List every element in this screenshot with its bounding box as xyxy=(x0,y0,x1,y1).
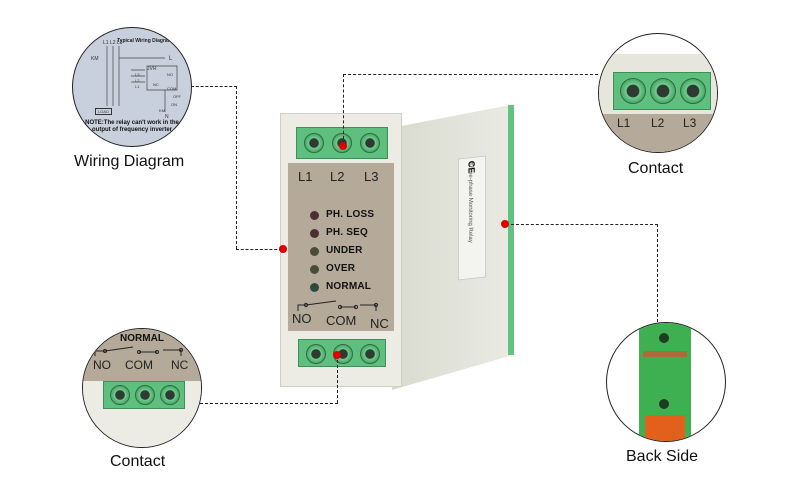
leader-line-back-h xyxy=(506,224,658,225)
led-over xyxy=(310,265,319,274)
diagram-label-n: N xyxy=(165,114,169,120)
contact-top-caption: Contact xyxy=(628,160,684,177)
marker-dot-back xyxy=(501,220,509,228)
screw-nc[interactable] xyxy=(360,344,380,364)
din-clip-orange-latch xyxy=(645,415,685,441)
contact-bottom-switch-symbol xyxy=(94,346,183,356)
contact-top-terminal-block xyxy=(613,72,711,110)
diagram-label-on: ON xyxy=(171,102,177,107)
side-label-sticker: CE Three-phase Monitoring Relay xyxy=(458,155,486,281)
side-label-text: Three-phase Monitoring Relay xyxy=(467,161,473,244)
device-side-housing xyxy=(392,105,510,390)
contact-top-panel xyxy=(599,114,717,152)
term-label-l3: L3 xyxy=(364,169,379,184)
led-normal xyxy=(310,283,319,292)
marker-dot-wiring xyxy=(279,245,287,253)
screw-l1[interactable] xyxy=(304,133,324,153)
contact-bottom-screw-com xyxy=(135,385,155,405)
leader-line-wiring-h2 xyxy=(236,249,282,250)
led-ph-seq xyxy=(310,229,319,238)
term-label-l1: L1 xyxy=(298,169,313,184)
term-label-no: NO xyxy=(292,311,312,326)
led-label-under: UNDER xyxy=(326,245,363,256)
contact-top-callout: L1 L2 L3 xyxy=(598,33,718,153)
led-label-ph-seq: PH. SEQ xyxy=(326,227,368,238)
contact-bottom-terminal-block xyxy=(103,381,185,409)
relay-device: CE Three-phase Monitoring Relay L1 L2 L3… xyxy=(272,95,522,395)
diagram-label-phases: L1 L2 L3 xyxy=(103,40,123,46)
din-clip-copper-bar xyxy=(643,351,687,357)
bottom-terminal-block xyxy=(298,339,386,367)
marker-dot-contact-top xyxy=(339,142,347,150)
contact-top-label-l2: L2 xyxy=(651,116,665,130)
din-clip-upper-hole xyxy=(659,333,669,343)
leader-line-contact-top-h xyxy=(343,74,598,75)
top-terminal-block xyxy=(296,127,388,159)
contact-top-screw-l2 xyxy=(650,78,676,104)
diagram-label-nc: NC xyxy=(153,82,159,87)
contact-bottom-top-label: NORMAL xyxy=(120,333,164,344)
wiring-diagram-callout: Typical Wiring Diagram L1 L2 L3 KM JVR L… xyxy=(72,27,192,147)
back-side-caption: Back Side xyxy=(626,448,699,465)
leader-line-wiring-h1 xyxy=(191,86,237,87)
led-label-ph-loss: PH. LOSS xyxy=(326,209,375,220)
din-rail-clip-edge xyxy=(508,105,514,355)
leader-line-contact-top-v xyxy=(343,74,344,144)
leader-line-wiring-v xyxy=(236,86,237,249)
diagram-note: NOTE:The relay can't work in the output … xyxy=(85,120,179,133)
term-label-com: COM xyxy=(326,313,357,328)
contact-bottom-label-no: NO xyxy=(93,358,111,372)
leader-line-contact-bottom-h xyxy=(200,403,338,404)
led-label-over: OVER xyxy=(326,263,356,274)
led-under xyxy=(310,247,319,256)
contact-bottom-label-nc: NC xyxy=(171,358,189,372)
contact-top-screw-l1 xyxy=(620,78,646,104)
led-ph-loss xyxy=(310,211,319,220)
wiring-diagram-caption: Wiring Diagram xyxy=(74,153,185,170)
front-panel: L1 L2 L3 PH. LOSS PH. SEQ UNDER OVER NOR… xyxy=(288,163,394,331)
marker-dot-contact-bottom xyxy=(333,351,341,359)
diagram-label-l1: L1 xyxy=(135,84,140,89)
diagram-label-off: OFF xyxy=(173,94,181,99)
relay-switch-symbol xyxy=(297,300,379,311)
diagram-label-l3: L3 xyxy=(135,72,140,77)
diagram-label-l2: L2 xyxy=(135,78,140,83)
diagram-label-load: LOAD xyxy=(95,108,112,115)
leader-line-back-v xyxy=(657,224,658,322)
screw-no[interactable] xyxy=(306,344,326,364)
din-clip-lower-hole xyxy=(659,399,669,409)
diagram-label-com: COM xyxy=(167,86,177,91)
diagram-label-jvr: JVR xyxy=(147,66,157,72)
contact-top-label-l1: L1 xyxy=(617,116,631,130)
diagram-label-km-coil: KM xyxy=(159,108,165,113)
contact-bottom-screw-nc xyxy=(160,385,180,405)
contact-bottom-callout: NORMAL NO COM NC xyxy=(82,328,202,448)
wiring-schematic-lines xyxy=(106,46,178,112)
contact-bottom-caption: Contact xyxy=(110,453,166,470)
contact-top-screw-l3 xyxy=(680,78,706,104)
screw-l3[interactable] xyxy=(360,133,380,153)
diagram-label-no: NO xyxy=(167,72,173,77)
diagram-title: Typical Wiring Diagram xyxy=(117,38,173,44)
led-label-normal: NORMAL xyxy=(326,281,372,292)
term-label-l2: L2 xyxy=(330,169,345,184)
contact-top-label-l3: L3 xyxy=(683,116,697,130)
contact-bottom-label-com: COM xyxy=(125,358,153,372)
back-side-callout xyxy=(606,322,726,442)
contact-bottom-screw-no xyxy=(110,385,130,405)
diagram-label-l: L xyxy=(169,56,173,62)
term-label-nc: NC xyxy=(370,316,389,331)
leader-line-contact-bottom-v xyxy=(337,355,338,403)
diagram-label-km: KM xyxy=(91,56,99,62)
